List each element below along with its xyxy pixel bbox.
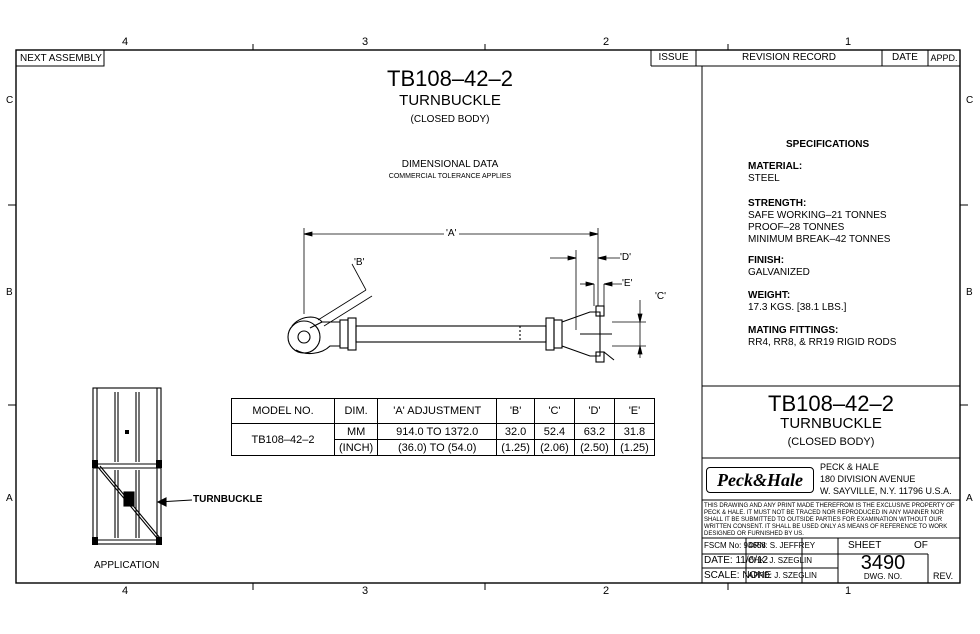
dimensions-table: MODEL NO. DIM. 'A' ADJUSTMENT 'B' 'C' 'D… [231, 398, 655, 456]
table-header: 'E' [613, 398, 655, 424]
revision-record-header: REVISION RECORD [742, 52, 836, 63]
table-header: MODEL NO. [231, 398, 335, 424]
drawing-date: DATE: 11/6/12 [704, 555, 769, 566]
model-cell: TB108–42–2 [231, 423, 335, 456]
dim-label-e: 'E' [622, 278, 633, 289]
company-name: PECK & HALE [820, 462, 880, 472]
specifications-title: SPECIFICATIONS [786, 139, 870, 150]
material-value: STEEL [748, 173, 780, 184]
strength-value: SAFE WORKING–21 TONNES [748, 210, 887, 221]
table-cell: (2.06) [533, 439, 575, 456]
drawing-part-variant: (CLOSED BODY) [410, 114, 490, 125]
zone-label: 2 [603, 36, 610, 48]
dimensional-data-title: DIMENSIONAL DATA [401, 159, 499, 170]
zone-label: A [6, 493, 13, 504]
table-cell: (36.0) TO (54.0) [377, 439, 498, 456]
zone-label: B [6, 287, 13, 298]
table-header: 'C' [533, 398, 575, 424]
sheet-of-label: OF [914, 540, 928, 551]
zone-label: B [966, 287, 973, 298]
table-cell: (INCH) [333, 439, 379, 456]
drawing-part-number: TB108–42–2 [387, 66, 513, 91]
table-row: MODEL NO. DIM. 'A' ADJUSTMENT 'B' 'C' 'D… [231, 398, 655, 424]
table-row: TB108–42–2 MM 914.0 TO 1372.0 32.0 52.4 … [231, 423, 655, 456]
mating-fittings-value: RR4, RR8, & RR19 RIGID RODS [748, 337, 897, 348]
table-cell: MM [333, 423, 379, 440]
dim-label-a: 'A' [444, 228, 459, 239]
table-cell: 31.8 [613, 423, 655, 440]
strength-value: PROOF–28 TONNES [748, 222, 845, 233]
strength-label: STRENGTH: [748, 198, 807, 209]
dim-label-d: 'D' [620, 252, 632, 263]
dim-label-c: 'C' [655, 291, 667, 302]
drawing-number: 3490 [860, 552, 906, 574]
application-callout: TURNBUCKLE [193, 494, 263, 505]
property-disclaimer: THIS DRAWING AND ANY PRINT MADE THEREFRO… [704, 503, 955, 537]
tolerance-note: COMMERCIAL TOLERANCE APPLIES [388, 173, 512, 180]
zone-label: C [6, 95, 14, 106]
revision-label: REV. [933, 571, 954, 581]
drawing-number-label: DWG. NO. [863, 572, 903, 581]
table-header: 'D' [573, 398, 615, 424]
table-cell: 914.0 TO 1372.0 [377, 423, 498, 440]
table-cell: 52.4 [533, 423, 575, 440]
table-header: 'B' [496, 398, 535, 424]
table-header: DIM. [333, 398, 379, 424]
company-address: 180 DIVISION AVENUE [820, 474, 916, 484]
zone-label: C [966, 95, 974, 106]
dim-label-b: 'B' [354, 257, 365, 268]
drawing-scale: SCALE: NONE [704, 570, 772, 581]
finish-label: FINISH: [748, 255, 785, 266]
weight-value: 17.3 KGS. [38.1 LBS.] [748, 302, 847, 313]
table-cell: (1.25) [613, 439, 655, 456]
zone-label: 1 [845, 585, 852, 597]
zone-label: 2 [603, 585, 610, 597]
fscm-number: FSCM No: 94658 [704, 541, 766, 550]
zone-label: 1 [845, 36, 852, 48]
zone-label: A [966, 493, 973, 504]
weight-label: WEIGHT: [748, 290, 791, 301]
zone-label: 4 [122, 36, 129, 48]
sheet-label: SHEET [848, 540, 882, 551]
application-caption: APPLICATION [94, 560, 160, 571]
revision-issue-header: ISSUE [658, 52, 689, 63]
zone-label: 3 [362, 36, 369, 48]
table-cell: (2.50) [573, 439, 615, 456]
drawn-by: DRN: S. JEFFREY [748, 541, 816, 550]
table-cell: 63.2 [573, 423, 615, 440]
finish-value: GALVANIZED [748, 267, 810, 278]
checked-by: CHK: J. SZEGLIN [748, 556, 813, 565]
table-row: (INCH) (36.0) TO (54.0) (1.25) (2.06) (2… [232, 439, 655, 456]
revision-date-header: DATE [892, 52, 918, 63]
zone-label: 3 [362, 585, 369, 597]
approved-by: APPD: J. SZEGLIN [748, 571, 817, 580]
revision-approved-header: APPD. [930, 53, 958, 63]
next-assembly-label: NEXT ASSEMBLY [20, 53, 102, 64]
title-block-variant: (CLOSED BODY) [787, 436, 875, 448]
title-block-part-name: TURNBUCKLE [780, 415, 882, 432]
strength-value: MINIMUM BREAK–42 TONNES [748, 234, 891, 245]
table-header: 'A' ADJUSTMENT [377, 398, 498, 424]
peck-hale-logo: Peck&Hale [706, 467, 814, 493]
drawing-part-name: TURNBUCKLE [399, 92, 501, 109]
mating-fittings-label: MATING FITTINGS: [748, 325, 839, 336]
zone-label: 4 [122, 585, 129, 597]
title-block-part-number: TB108–42–2 [768, 391, 894, 416]
table-cell: 32.0 [496, 423, 535, 440]
company-city: W. SAYVILLE, N.Y. 11796 U.S.A. [820, 486, 952, 496]
material-label: MATERIAL: [748, 161, 803, 172]
table-cell: (1.25) [496, 439, 535, 456]
